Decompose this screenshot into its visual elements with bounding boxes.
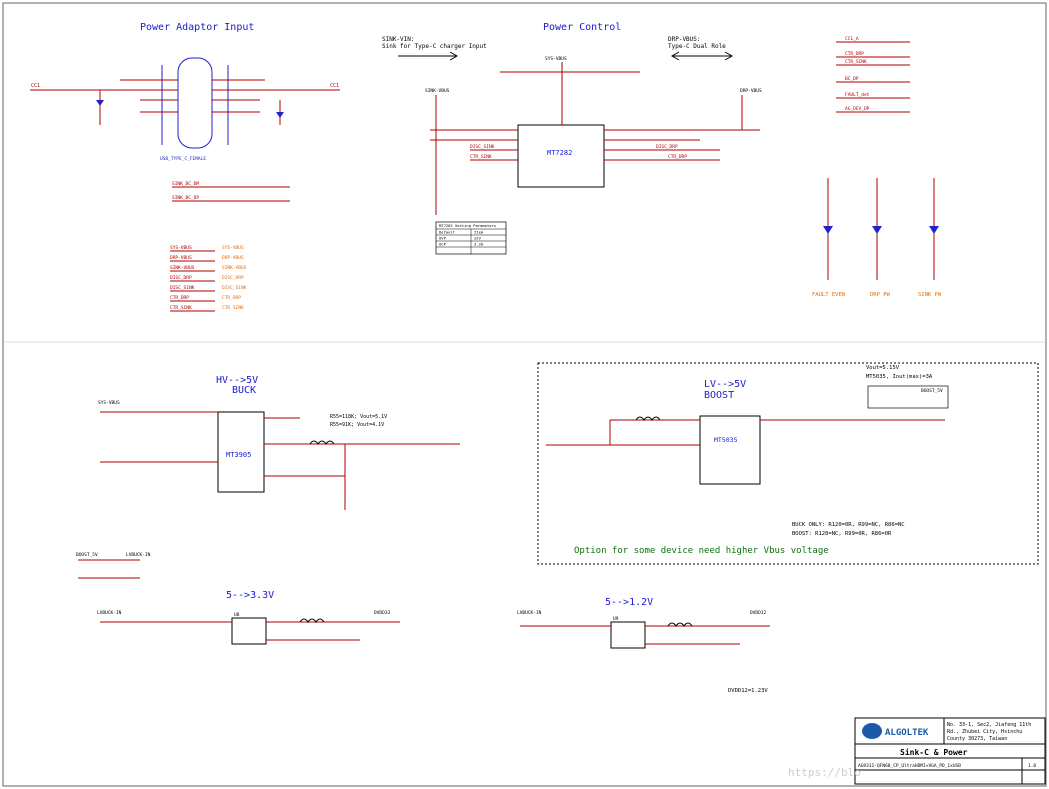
net-disc-sink-ic: DISC_SINK	[470, 144, 495, 150]
note-buck-r2: R55=91K; Vout=4.1V	[330, 422, 384, 428]
net-disc-drp-ic: DISC_DRP	[656, 144, 678, 150]
section-title-power-control: Power Control	[543, 22, 621, 33]
svg-text:CC1_A: CC1_A	[845, 36, 859, 42]
table-cell: OVP	[439, 236, 447, 241]
net-sys-vbus-ic: SYS-VBUS	[545, 56, 567, 62]
net-ctr-sink: CTR_SINK	[170, 305, 192, 311]
net-cc1-left: CC1	[31, 83, 40, 89]
section-title-reg12: 5-->1.2V	[605, 597, 653, 608]
svg-text:DISC_DRP: DISC_DRP	[222, 275, 244, 281]
sheet-title: Sink-C & Power	[900, 747, 968, 757]
net-drp-vbus-ic: DRP-VBUS	[740, 88, 762, 94]
section-title-hv-buck: HV-->5V	[216, 375, 258, 386]
net-label-list: SYS-VBUS DRP-VBUS SINK-VBUS DISC_DRP DIS…	[170, 245, 247, 312]
net-lvbuck-in-12: LVBUCK-IN	[517, 610, 542, 616]
net-drp-vbus: DRP-VBUS	[170, 255, 192, 261]
svg-text:CTR_DRP: CTR_DRP	[845, 51, 864, 57]
svg-text:DISC_SINK: DISC_SINK	[222, 285, 247, 291]
note-boost-only: BOOST: R120=NC, R99=0R, R86=0R	[792, 531, 892, 537]
note-buck-r1: R55=118K; Vout=5.1V	[330, 414, 387, 420]
net-sink-vbus: SINK-VBUS	[170, 265, 195, 271]
led-label-fault: FAULT EVEN	[812, 292, 845, 298]
doc-number: AG9311-QFN68_CP_UltraHDMI+VGA_PD_1xUSB	[858, 763, 961, 769]
table-cell: OCP	[439, 242, 447, 247]
note-buck-only: BUCK ONLY: R120=0R, R99=NC, R86=NC	[792, 522, 905, 528]
table-title: MT7282 Setting Parameters	[439, 223, 496, 228]
section-title-buck: BUCK	[232, 385, 256, 396]
svg-text:SYS-VBUS: SYS-VBUS	[222, 245, 244, 251]
note-boost-vout: Vout=5.15V	[866, 365, 900, 371]
note-sink-vin-2: Sink for Type-C charger Input	[382, 43, 487, 50]
net-ctr-drp-ic: CTR_DRP	[668, 154, 687, 160]
svg-text:SINK-VBUS: SINK-VBUS	[222, 265, 247, 271]
section-title-power-adaptor: Power Adaptor Input	[140, 22, 254, 33]
section-title-boost: BOOST	[704, 390, 734, 401]
net-lvbuck-in-left: LVBUCK-IN	[126, 552, 151, 558]
net-dvdd33: DVDD33	[374, 610, 391, 616]
mt7282-chip: MT7282	[517, 124, 605, 188]
net-sys-vbus-buck: SYS-VBUS	[98, 400, 120, 406]
net-ctr-drp: CTR_DRP	[170, 295, 189, 301]
table-header-default: Default	[439, 230, 455, 235]
mt3905-label: MT3905	[226, 451, 251, 459]
net-sys-vbus: SYS-VBUS	[170, 245, 192, 251]
svg-text:SINK_BC_DM: SINK_BC_DM	[172, 181, 199, 187]
section-title-reg33: 5-->3.3V	[226, 590, 274, 601]
note-dvdd12: DVDD12=1.23V	[728, 688, 768, 694]
net-cc1-right: CC1	[330, 83, 339, 89]
table-cell: 3.2A	[474, 242, 484, 247]
svg-text:SINK_BC_DP: SINK_BC_DP	[172, 195, 199, 201]
note-boost-iout: MT5035, Iout(max)=3A	[866, 374, 933, 380]
mt5035-chip: MT5035	[699, 415, 761, 485]
net-disc-sink: DISC_SINK	[170, 285, 195, 291]
net-ctr-sink-ic: CTR_SINK	[470, 154, 492, 160]
section-title-lv-boost: LV-->5V	[704, 379, 746, 390]
mt3905-chip: MT3905	[217, 411, 265, 493]
table-cell: 22V	[474, 236, 482, 241]
net-boost-5v: BOOST_5V	[921, 388, 943, 394]
revision: 1.0	[1028, 763, 1036, 769]
note-drp-vbus-1: DRP-VBUS:	[668, 36, 701, 43]
address-line-2: Rd., Zhubei City, Hsinchu	[947, 729, 1022, 735]
svg-text:CTR_SINK: CTR_SINK	[845, 59, 867, 65]
note-option-higher-vbus: Option for some device need higher Vbus …	[574, 546, 829, 556]
led-label-drp: DRP PW	[870, 292, 891, 298]
reg33-chip: U8	[231, 612, 267, 645]
mt5035-label: MT5035	[714, 436, 738, 444]
note-drp-vbus-2: Type-C Dual Role	[668, 43, 726, 50]
svg-text:U9: U9	[613, 616, 619, 622]
net-boost-5v-left: BOOST_5V	[76, 552, 98, 558]
table-header-item: Item	[474, 230, 484, 235]
net-disc-drp: DISC_DRP	[170, 275, 192, 281]
note-sink-vin-1: SINK-VIN:	[382, 36, 415, 43]
net-sink-vbus-ic: SINK-VBUS	[425, 88, 450, 94]
watermark: https://blo	[788, 766, 861, 779]
svg-text:BC_DP: BC_DP	[845, 76, 859, 82]
company-logo: ALGOLTEK	[885, 728, 929, 738]
svg-text:CTR_DRP: CTR_DRP	[222, 295, 241, 301]
net-dvdd12: DVDD12	[750, 610, 767, 616]
mt7282-settings-table: MT7282 Setting Parameters Default Item O…	[435, 221, 507, 255]
mt7282-label: MT7282	[547, 149, 572, 157]
usb-connector-label: USB_TYPE_C_FEMALE	[160, 156, 206, 162]
address-line-3: County 30273, Taiwan	[947, 736, 1007, 742]
usb-type-c-connector: USB_TYPE_C_FEMALE	[160, 57, 229, 162]
title-block: ALGOLTEK No. 33-1, Sec2, Jiafeng 11th Rd…	[854, 717, 1046, 785]
led-indicators: FAULT EVEN DRP PW SINK PW	[812, 178, 942, 298]
svg-text:FAULT_det: FAULT_det	[845, 92, 870, 98]
svg-text:AG_DEV_DP: AG_DEV_DP	[845, 106, 870, 112]
led-label-sink: SINK PW	[918, 292, 942, 298]
boost-option-box	[537, 362, 1039, 565]
svg-text:CTR_SINK: CTR_SINK	[222, 305, 244, 311]
net-lvbuck-in-33: LVBUCK-IN	[97, 610, 122, 616]
svg-text:DRP-VBUS: DRP-VBUS	[222, 255, 244, 261]
address-line-1: No. 33-1, Sec2, Jiafeng 11th	[947, 722, 1031, 728]
reg12-chip: U9	[610, 616, 646, 649]
svg-text:U8: U8	[234, 612, 240, 618]
